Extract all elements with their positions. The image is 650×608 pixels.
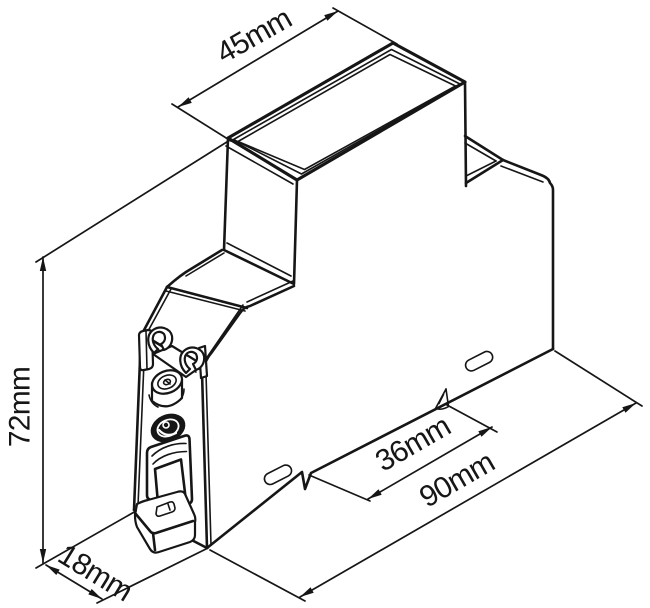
extension-line xyxy=(35,510,137,569)
extension-line xyxy=(35,139,231,263)
dim-label-height: 72mm xyxy=(4,367,37,447)
clip-lock-barrel xyxy=(148,369,185,408)
notch-bottom-edge xyxy=(464,158,505,185)
arrowhead xyxy=(622,403,636,413)
arrowhead xyxy=(478,427,492,437)
module-body xyxy=(132,41,555,550)
sealing-screw xyxy=(150,413,186,443)
dim-label-total-length: 90mm xyxy=(414,446,500,515)
screw-swoosh xyxy=(157,428,178,437)
din-rail-clip xyxy=(137,326,209,408)
arrowhead xyxy=(46,565,60,575)
dimension-line xyxy=(367,426,493,500)
dimension-depth: 18mm xyxy=(45,538,209,608)
extension-line xyxy=(96,547,209,604)
hook-base-curve xyxy=(434,405,450,410)
slope-profile-chamfer-shoulder xyxy=(246,280,294,303)
notch-top-inner xyxy=(464,142,497,162)
foot-top-slot xyxy=(155,500,176,518)
slope-break-chamfer xyxy=(165,290,246,312)
dimension-height: 72mm xyxy=(4,139,231,569)
slope-top-chamfer xyxy=(185,252,225,277)
extension-line xyxy=(332,7,398,45)
slope-top-edge xyxy=(165,248,224,289)
cap-top-chamfer-inner-2 xyxy=(237,53,457,171)
barrel-screw-hole xyxy=(162,378,172,386)
cap-right-edge xyxy=(463,80,468,188)
dim-label-top-width: 45mm xyxy=(211,2,297,70)
arrowhead xyxy=(300,587,314,597)
port-dome-arc-1 xyxy=(151,442,187,457)
arrowhead xyxy=(88,589,102,599)
dimension-total-length: 90mm xyxy=(209,350,643,602)
body-top-band xyxy=(501,158,555,351)
clip-left-prong xyxy=(147,326,174,355)
screw-center-dot xyxy=(162,421,170,429)
arrowhead xyxy=(178,97,192,107)
extension-line xyxy=(209,549,306,602)
hook-right-edge xyxy=(445,388,450,408)
foot-front-corner-edge xyxy=(151,531,157,552)
rail-hook-detail xyxy=(434,388,450,410)
notch-bottom-inner xyxy=(465,160,497,177)
barrel-ring xyxy=(157,374,177,390)
body-bottom-edge xyxy=(205,347,555,550)
barrel-base-lip-right xyxy=(175,388,185,404)
cap-end-chamfer-top xyxy=(225,145,294,185)
vent-slot-1 xyxy=(263,464,293,486)
body-shoulder-notch xyxy=(463,134,505,185)
extension-line xyxy=(171,103,232,142)
dim-label-depth: 18mm xyxy=(52,538,138,608)
notch-top-edge xyxy=(463,134,505,162)
arrowhead xyxy=(39,549,47,563)
dimension-line xyxy=(177,10,339,108)
cap-end-face xyxy=(222,136,299,286)
extension-line xyxy=(308,474,371,502)
mounting-foot xyxy=(133,490,197,554)
hook-inner-line xyxy=(438,393,445,405)
foot-slot-tick xyxy=(167,503,171,511)
vent-slot-2 xyxy=(464,350,494,372)
foot-silhouette xyxy=(133,490,197,554)
body-front-edge xyxy=(200,370,209,550)
dimension-line xyxy=(299,402,637,598)
cap-top-chamfer-inner-1 xyxy=(232,48,461,175)
dimension-top-width: 45mm xyxy=(171,2,398,142)
side-vents xyxy=(263,350,494,486)
clip-right-prong xyxy=(179,346,206,375)
clip-left-tab-inner xyxy=(145,330,148,370)
extension-line xyxy=(446,404,498,433)
barrel-screw-slot xyxy=(164,379,171,385)
arrowhead xyxy=(324,11,338,21)
slope-left-chamfer xyxy=(146,288,172,334)
port-dome-arc-2 xyxy=(152,450,188,465)
cap-end-chamfer-bottom xyxy=(226,242,292,277)
barrel-base-lip-left xyxy=(148,394,159,408)
body-top-band-inner xyxy=(500,165,544,183)
slope-left-edge xyxy=(141,285,169,334)
slope-break-line xyxy=(165,285,249,310)
arrowhead xyxy=(368,489,382,499)
body-front-edge-chamfer xyxy=(205,372,212,546)
extension-line xyxy=(554,350,643,407)
arrowhead xyxy=(39,257,47,271)
